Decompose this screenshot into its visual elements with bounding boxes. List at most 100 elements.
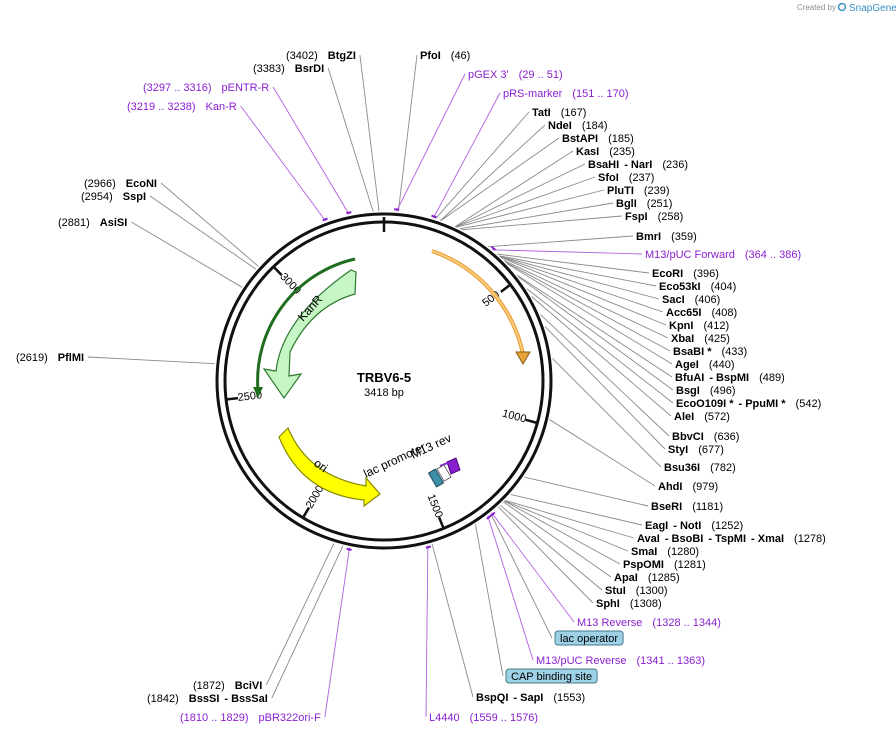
feature-label[interactable]: pGEX 3'(29 .. 51) — [468, 69, 563, 81]
enzyme-label[interactable]: BfuAI- BspMI(489) — [675, 372, 785, 384]
enzyme-label[interactable]: SphI(1308) — [596, 598, 662, 610]
enzyme-label[interactable]: Bsu36I(782) — [664, 462, 736, 474]
site-position: (433) — [722, 346, 748, 358]
feature-label[interactable]: M13/pUC Reverse(1341 .. 1363) — [536, 655, 705, 667]
enzyme-label[interactable]: XbaI(425) — [671, 333, 730, 345]
feature-text: pBR322ori-F — [259, 712, 322, 724]
enzyme-name: - PpuMI * — [738, 398, 786, 410]
enzyme-label[interactable]: EcoRI(396) — [652, 268, 719, 280]
site-position: (3402) — [286, 50, 318, 62]
enzyme-name: PluTI — [607, 185, 634, 197]
enzyme-label[interactable]: ApaI(1285) — [614, 572, 680, 584]
enzyme-label[interactable]: SacI(406) — [662, 294, 720, 306]
enzyme-label[interactable]: BstAPI(185) — [562, 133, 634, 145]
kanr-arrow — [262, 269, 357, 400]
enzyme-label[interactable]: AgeI(440) — [675, 359, 735, 371]
feature-label[interactable]: L4440(1559 .. 1576) — [429, 712, 538, 724]
feature-label[interactable]: (3219 .. 3238)Kan-R — [127, 101, 237, 113]
site-position: (1872) — [193, 680, 225, 692]
leader-line — [524, 476, 649, 507]
site-position: (1308) — [630, 598, 662, 610]
enzyme-label[interactable]: (1842)BssSI- BssSaI — [147, 693, 268, 705]
enzyme-name: AvaI — [637, 533, 660, 545]
enzyme-name: BbvCI — [672, 431, 704, 443]
leader-lines — [88, 54, 674, 718]
leader-line — [160, 182, 259, 267]
enzyme-label[interactable]: (2954)SspI — [81, 191, 146, 203]
enzyme-label[interactable]: (2966)EcoNI — [84, 178, 157, 190]
enzyme-label[interactable]: KasI(235) — [576, 146, 635, 158]
site-position: (3383) — [253, 63, 285, 75]
feature-label[interactable]: M13 Reverse(1328 .. 1344) — [577, 617, 721, 629]
enzyme-label[interactable]: NdeI(184) — [548, 120, 608, 132]
enzyme-label[interactable]: BsgI(496) — [676, 385, 736, 397]
enzyme-label[interactable]: AleI(572) — [674, 411, 730, 423]
enzyme-label[interactable]: TatI(167) — [532, 107, 586, 119]
enzyme-name: ApaI — [614, 572, 638, 584]
leader-line — [425, 545, 429, 718]
feature-label[interactable]: (3297 .. 3316)pENTR-R — [143, 82, 269, 94]
enzyme-label[interactable]: (1872)BciVI — [193, 680, 262, 692]
primer-mark — [490, 511, 496, 517]
enzyme-label[interactable]: Acc65I(408) — [666, 307, 737, 319]
enzyme-label[interactable]: BseRI(1181) — [651, 501, 723, 513]
m13-rev-box — [446, 457, 461, 475]
enzyme-label[interactable]: PluTI(239) — [607, 185, 670, 197]
enzyme-label[interactable]: BglI(251) — [616, 198, 672, 210]
enzyme-label[interactable]: BspQI- SapI(1553) — [476, 692, 585, 704]
kanr-outer-arrow-head — [253, 387, 263, 398]
enzyme-name: EagI — [645, 520, 668, 532]
enzyme-label[interactable]: (2619)PflMI — [16, 352, 84, 364]
enzyme-label[interactable]: EcoO109I *- PpuMI *(542) — [676, 398, 821, 410]
leader-line — [503, 501, 612, 578]
ori-label: ori — [311, 456, 330, 475]
enzyme-label[interactable]: PspOMI (1281) — [623, 559, 706, 571]
enzyme-label[interactable]: PfoI(46) — [420, 50, 470, 62]
enzyme-label[interactable]: BbvCI(636) — [672, 431, 739, 443]
enzyme-label[interactable]: SfoI(237) — [598, 172, 654, 184]
feature-label-box[interactable]: lac operator — [554, 630, 624, 646]
leader-line — [499, 255, 660, 300]
enzyme-name: PspOMI — [623, 559, 664, 571]
leader-line — [240, 105, 327, 222]
site-position: (359) — [671, 231, 697, 243]
enzyme-label[interactable]: BsaBI *(433) — [673, 346, 747, 358]
leader-line — [431, 543, 474, 698]
enzyme-label[interactable]: SmaI(1280) — [631, 546, 699, 558]
enzyme-label[interactable]: KpnI(412) — [669, 320, 729, 332]
site-position: (1842) — [147, 693, 179, 705]
enzyme-label[interactable]: EagI- NotI(1252) — [645, 520, 743, 532]
feature-label-box[interactable]: CAP binding site — [505, 668, 598, 684]
enzyme-label[interactable]: BsaHI- NarI(236) — [588, 159, 688, 171]
enzyme-label[interactable]: Eco53kI(404) — [659, 281, 736, 293]
enzyme-name: BmrI — [636, 231, 661, 243]
site-position: (489) — [759, 372, 785, 384]
feature-ori[interactable]: ori — [278, 426, 381, 508]
feature-label[interactable]: pRS-marker(151 .. 170) — [503, 88, 629, 100]
leader-line — [440, 137, 560, 222]
enzyme-name: AsiSI — [100, 217, 128, 229]
feature-text: M13/pUC Reverse — [536, 655, 626, 667]
leader-line — [455, 163, 586, 228]
enzyme-label[interactable]: AvaI- BsoBI- TspMI- XmaI(1278) — [637, 533, 826, 545]
enzyme-label[interactable]: FspI(258) — [625, 211, 683, 223]
site-position: (1281) — [674, 559, 706, 571]
enzyme-label[interactable]: StuI(1300) — [605, 585, 668, 597]
leader-line — [492, 249, 643, 255]
enzyme-label[interactable]: AhdI(979) — [658, 481, 718, 493]
enzyme-label[interactable]: (3383)BsrDI — [253, 63, 324, 75]
primer-mark — [486, 514, 492, 520]
enzyme-label[interactable]: (2881)AsiSI — [58, 217, 127, 229]
feature-text: pENTR-R — [222, 82, 270, 94]
feature-text: Kan-R — [206, 101, 237, 113]
enzyme-label[interactable]: (3402)BtgZI — [286, 50, 356, 62]
feature-kanr[interactable]: KanR — [262, 269, 357, 400]
enzyme-name: SfoI — [598, 172, 619, 184]
tick-label: 1000 — [501, 408, 528, 426]
feature-label[interactable]: (1810 .. 1829)pBR322ori-F — [180, 712, 321, 724]
site-position: CAP binding site — [511, 671, 592, 683]
enzyme-label[interactable]: StyI(677) — [668, 444, 724, 456]
feature-label[interactable]: M13/pUC Forward(364 .. 386) — [645, 249, 801, 261]
enzyme-label[interactable]: BmrI (359) — [636, 231, 697, 243]
